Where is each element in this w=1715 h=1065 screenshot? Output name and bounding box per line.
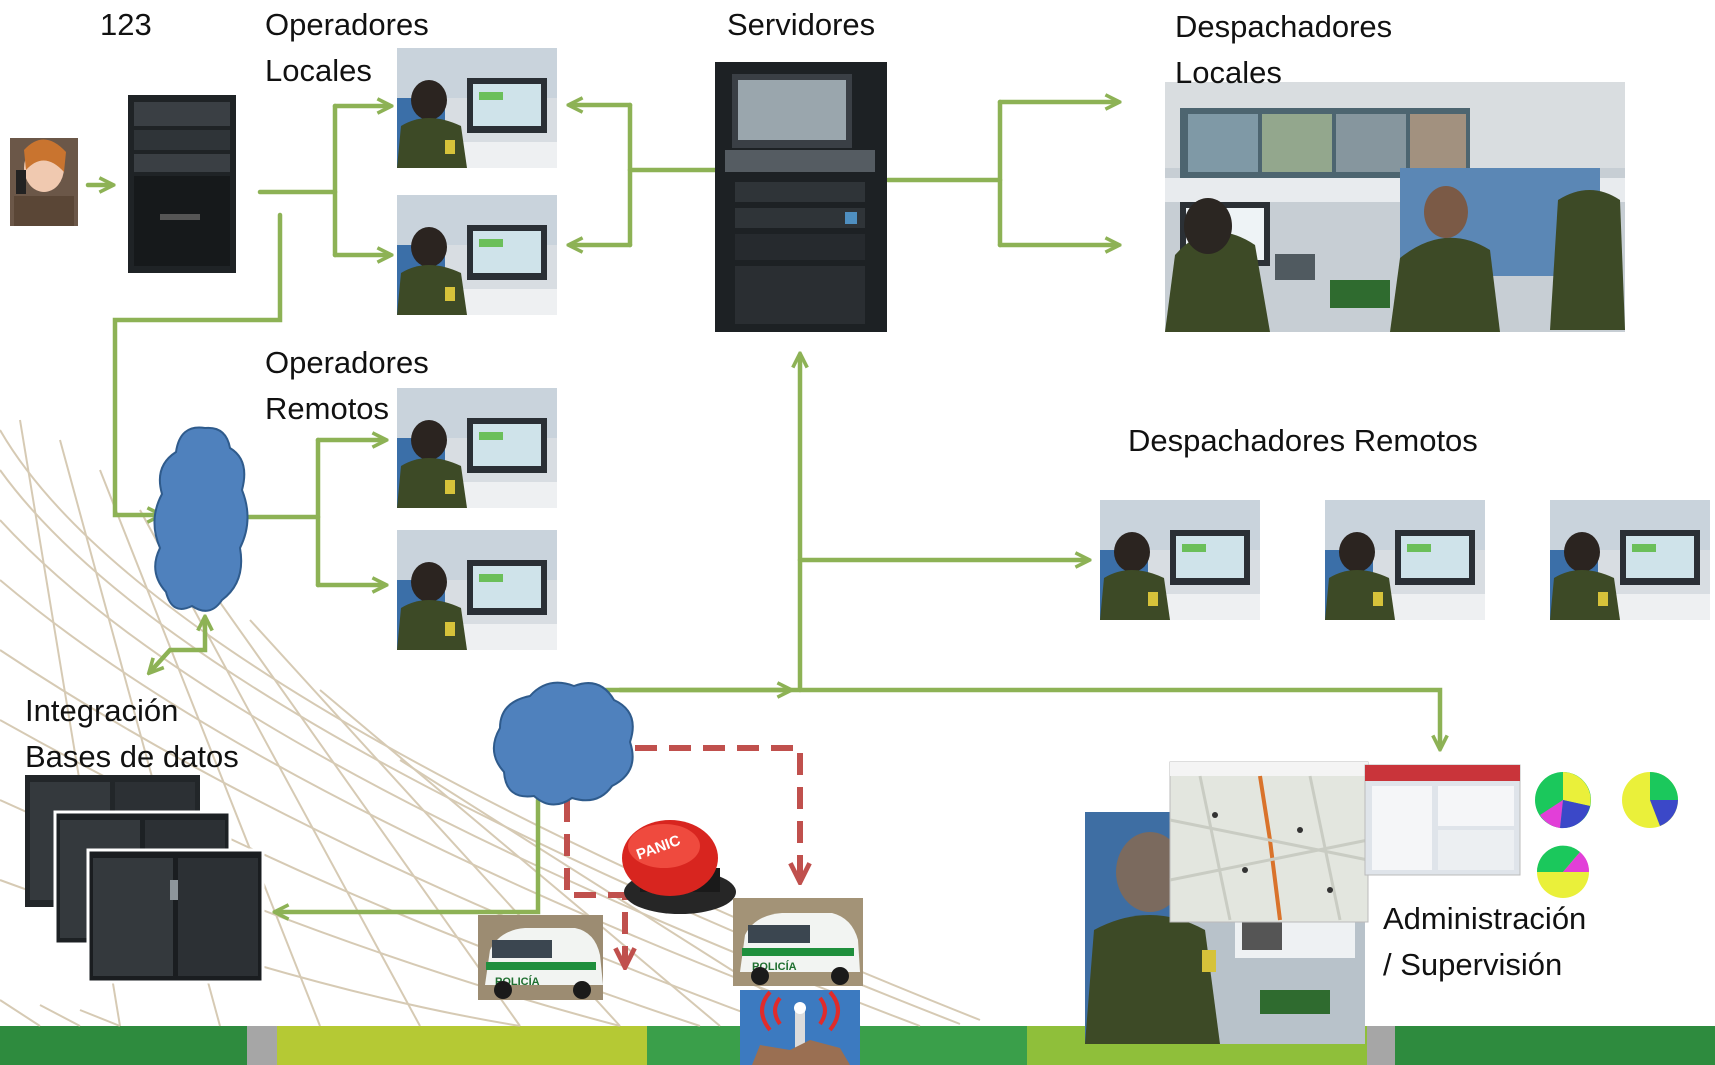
operator-remote-2 — [397, 530, 557, 650]
panic-button: PANIC — [622, 820, 736, 914]
admin-report-screenshot — [1364, 764, 1521, 876]
admin-supervision-photo — [1085, 812, 1365, 1044]
label-operadores-locales: Operadores Locales — [265, 7, 429, 88]
label-operadores-remotos: Operadores Remotos — [265, 345, 429, 426]
decorative-mesh — [0, 419, 981, 1027]
admin-map-screenshot — [1169, 761, 1369, 923]
network-cloud-left — [153, 426, 249, 612]
dispatcher-remote-1 — [1100, 500, 1260, 620]
network-cloud-center — [493, 681, 634, 806]
pbx-switch — [128, 95, 236, 273]
label-administracion-supervision: Administración / Supervisión — [1383, 901, 1587, 982]
dispatch-room-photo — [1165, 82, 1625, 332]
label-despachadores-locales: Despachadores Locales — [1175, 9, 1393, 90]
operator-local-2 — [397, 195, 557, 315]
dispatcher-remote-3 — [1550, 500, 1710, 620]
dispatcher-remote-2 — [1325, 500, 1485, 620]
label-despachadores-remotos: Despachadores Remotos — [1128, 423, 1478, 458]
caller-photo — [10, 138, 78, 226]
police-vehicle-2: POLICÍA — [733, 898, 863, 986]
label-123: 123 — [100, 7, 152, 42]
radio-tower-icon — [740, 990, 860, 1065]
alert-connectors — [564, 745, 800, 965]
label-servidores: Servidores — [727, 7, 876, 42]
label-integracion-bases-de-datos: Integración Bases de datos — [25, 693, 239, 774]
police-vehicle-1: POLICÍA — [478, 915, 603, 1000]
server-rack — [715, 62, 887, 332]
green-connectors — [85, 102, 1440, 912]
database-servers — [25, 775, 265, 984]
admin-pie-charts — [1535, 772, 1678, 898]
